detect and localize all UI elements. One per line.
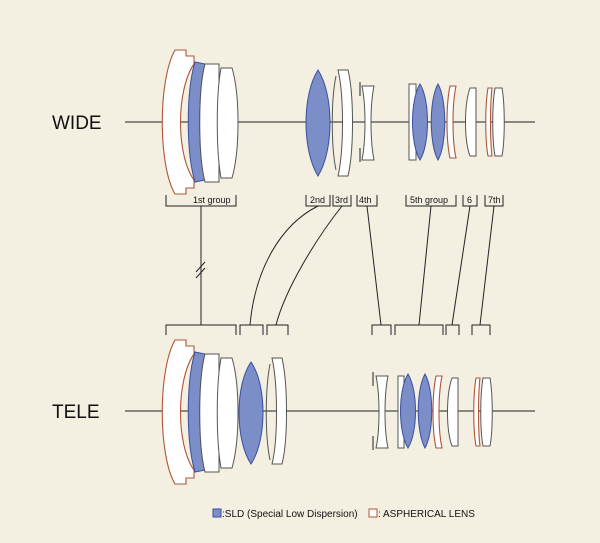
move-line-2nd [249,205,319,326]
move-line-6 [451,205,471,326]
wide-g1-lens-c [216,67,239,179]
wide-g3-lens-b [331,75,337,171]
tele-g7-aspherical-lens [473,377,481,447]
tele-g1-lens-c [216,357,239,469]
tele-label: TELE [52,402,100,423]
wide-g3-lens-a [337,69,353,177]
wide-g2-sld-lens [305,69,331,177]
tele-g6-lens [447,377,459,447]
wide-g4-lens [361,85,375,161]
move-line-5th [418,205,432,326]
tele-g5-sld-lens-1 [400,373,416,449]
group-label-6: 6 [467,195,472,205]
tele-group-1-lenses [161,339,239,485]
group-label-7th: 7th [488,195,501,205]
legend-sld-label: :SLD (Special Low Dispersion) [222,509,358,520]
group-label-5th: 5th group [410,195,448,205]
wide-group-1-lenses [161,49,239,195]
tele-g2-sld-lens [238,361,264,465]
legend-aspherical-swatch [368,508,378,518]
legend-aspherical-label: : ASPHERICAL LENS [378,509,475,520]
group-label-3rd: 3rd [335,195,348,205]
tele-g5-aspherical-lens [432,375,443,449]
wide-g1-lens-b [199,63,220,183]
move-line-4th [366,205,382,326]
group-label-1st: 1st group [193,195,231,205]
move-line-7th [479,205,495,326]
legend: :SLD (Special Low Dispersion) : ASPHERIC… [212,508,475,520]
wide-g5-sld-lens-2 [430,82,446,162]
legend-sld-swatch [212,508,222,518]
tele-group-brackets [165,324,491,335]
tele-g1-lens-b [199,353,220,473]
wide-g7-lens [492,87,505,157]
wide-g1-aspherical-lens [161,49,195,195]
move-break-1 [195,261,206,273]
wide-g5-sld-lens-1 [412,83,428,161]
group-label-4th: 4th [359,195,372,205]
tele-g5-sld-lens-2 [417,372,433,450]
wide-row: WIDE [52,49,535,195]
tele-g3-lens-b [265,363,271,461]
wide-g7-aspherical-lens [485,87,493,157]
group-labels: 1st group 2nd 3rd 4th 5th group 6 7th [193,195,501,205]
tele-row: TELE [52,339,535,485]
move-break-2 [195,267,206,279]
move-line-3rd [275,205,343,326]
wide-g6-lens [465,87,477,157]
zoom-movement-lines [195,205,495,326]
tele-g4-lens [375,375,389,449]
wide-label: WIDE [52,113,102,134]
tele-g7-lens [480,377,493,447]
group-label-2nd: 2nd [310,195,325,205]
wide-g5-aspherical-lens [446,85,457,159]
tele-g3-lens-a [271,357,287,465]
tele-g1-aspherical-lens [161,339,195,485]
